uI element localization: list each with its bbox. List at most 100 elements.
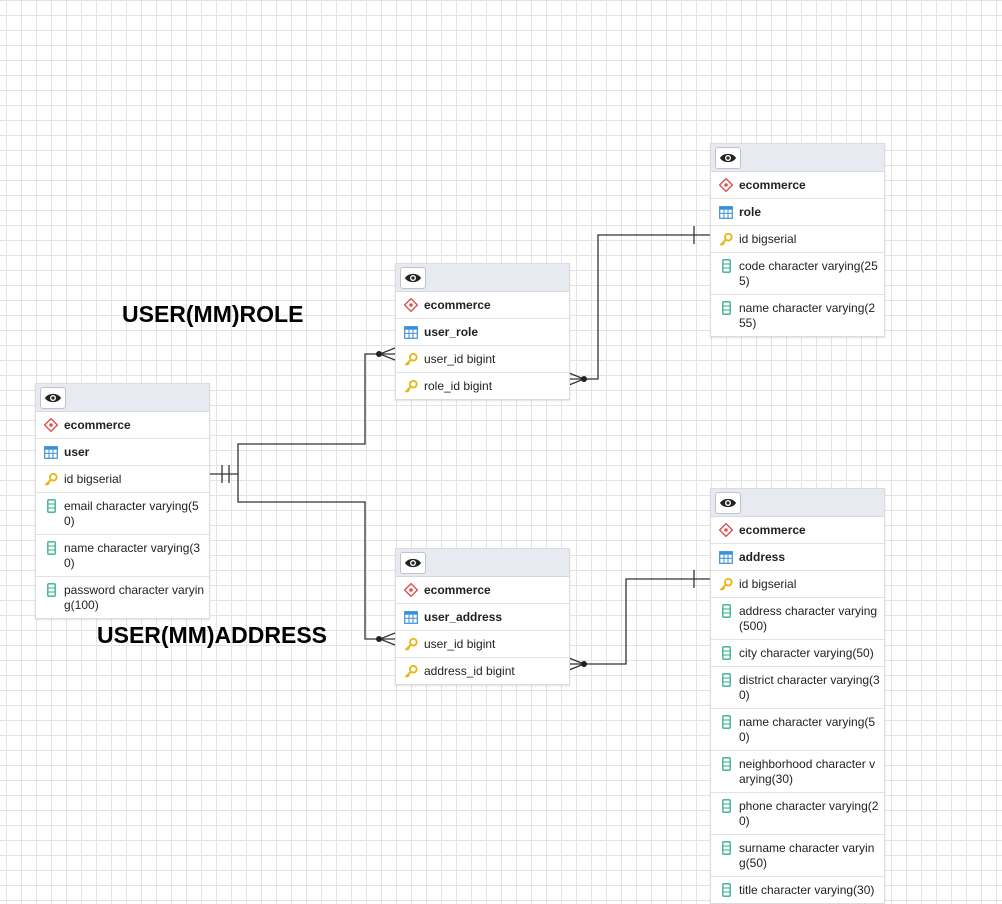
- schema-row: ecommerce: [396, 577, 569, 604]
- schema-icon: [44, 418, 58, 432]
- schema-name: ecommerce: [424, 583, 491, 597]
- column-label: name character varying(255): [739, 301, 876, 330]
- column-row: neighborhood character varying(30): [711, 751, 884, 793]
- link-user-address-address: [569, 578, 710, 665]
- column-row: email character varying(50): [36, 493, 209, 535]
- table-user-role[interactable]: ecommerce user_role user_id bigint role_id …: [395, 263, 570, 400]
- table-header: [396, 549, 569, 577]
- column-icon: [44, 499, 58, 513]
- table-header: [36, 384, 209, 412]
- column-row: user_id bigint: [396, 346, 569, 373]
- eye-icon[interactable]: [715, 147, 741, 169]
- column-icon: [719, 646, 733, 660]
- column-label: id bigserial: [739, 577, 797, 591]
- table-icon: [719, 550, 733, 564]
- column-row: code character varying(255): [711, 253, 884, 295]
- column-row: id bigserial: [36, 466, 209, 493]
- column-icon: [719, 757, 733, 771]
- link-user-role-role: [569, 234, 710, 380]
- schema-row: ecommerce: [396, 292, 569, 319]
- schema-row: ecommerce: [711, 172, 884, 199]
- schema-name: ecommerce: [64, 418, 131, 432]
- column-row: address character varying(500): [711, 598, 884, 640]
- key-icon: [404, 379, 418, 393]
- schema-icon: [404, 583, 418, 597]
- column-label: id bigserial: [739, 232, 797, 246]
- schema-icon: [719, 523, 733, 537]
- table-header: [396, 264, 569, 292]
- column-icon: [44, 541, 58, 555]
- column-label: id bigserial: [64, 472, 122, 486]
- column-icon: [719, 799, 733, 813]
- column-row: name character varying(255): [711, 295, 884, 336]
- table-user[interactable]: ecommerce user id bigserial email character…: [35, 383, 210, 619]
- eye-icon[interactable]: [40, 387, 66, 409]
- column-label: email character varying(50): [64, 499, 199, 528]
- key-icon: [719, 577, 733, 591]
- column-label: address character varying(500): [739, 604, 878, 633]
- table-header: [711, 489, 884, 517]
- schema-name: ecommerce: [739, 523, 806, 537]
- table-name-row: user_role: [396, 319, 569, 346]
- column-icon: [719, 301, 733, 315]
- column-label: phone character varying(20): [739, 799, 879, 828]
- column-label: name character varying(50): [739, 715, 876, 744]
- key-icon: [44, 472, 58, 486]
- column-row: city character varying(50): [711, 640, 884, 667]
- table-address[interactable]: ecommerce address id bigserial address char…: [710, 488, 885, 904]
- column-icon: [44, 583, 58, 597]
- column-label: role_id bigint: [424, 379, 493, 393]
- table-name-row: user_address: [396, 604, 569, 631]
- column-icon: [719, 715, 733, 729]
- table-icon: [719, 205, 733, 219]
- link-user-user-role: [209, 353, 395, 475]
- table-name: user_role: [424, 325, 479, 339]
- link-user-user-address: [237, 474, 395, 640]
- schema-icon: [719, 178, 733, 192]
- column-row: id bigserial: [711, 571, 884, 598]
- key-icon: [404, 637, 418, 651]
- column-row: id bigserial: [711, 226, 884, 253]
- table-name: address: [739, 550, 786, 564]
- column-icon: [719, 841, 733, 855]
- eye-icon[interactable]: [715, 492, 741, 514]
- table-icon: [44, 445, 58, 459]
- column-label: city character varying(50): [739, 646, 874, 660]
- eye-icon[interactable]: [400, 552, 426, 574]
- table-name: role: [739, 205, 762, 219]
- eye-icon[interactable]: [400, 267, 426, 289]
- table-user-address[interactable]: ecommerce user_address user_id bigint addre…: [395, 548, 570, 685]
- table-icon: [404, 325, 418, 339]
- column-row: password character varying(100): [36, 577, 209, 618]
- column-row: user_id bigint: [396, 631, 569, 658]
- column-label: district character varying(30): [739, 673, 880, 702]
- column-icon: [719, 883, 733, 897]
- column-label: name character varying(30): [64, 541, 201, 570]
- column-row: phone character varying(20): [711, 793, 884, 835]
- key-icon: [719, 232, 733, 246]
- table-name: user: [64, 445, 90, 459]
- column-label: code character varying(255): [739, 259, 878, 288]
- column-label: neighborhood character varying(30): [739, 757, 876, 786]
- column-row: address_id bigint: [396, 658, 569, 684]
- table-name-row: user: [36, 439, 209, 466]
- column-label: surname character varying(50): [739, 841, 875, 870]
- table-role[interactable]: ecommerce role id bigserial code character …: [710, 143, 885, 337]
- column-icon: [719, 604, 733, 618]
- column-icon: [719, 259, 733, 273]
- column-label: password character varying(100): [64, 583, 205, 612]
- column-label: address_id bigint: [424, 664, 515, 678]
- label-user-mm-role: USER(MM)ROLE: [122, 301, 304, 327]
- table-icon: [404, 610, 418, 624]
- schema-name: ecommerce: [424, 298, 491, 312]
- column-label: user_id bigint: [424, 352, 496, 366]
- column-icon: [719, 673, 733, 687]
- key-icon: [404, 352, 418, 366]
- column-row: district character varying(30): [711, 667, 884, 709]
- column-label: user_id bigint: [424, 637, 496, 651]
- column-row: role_id bigint: [396, 373, 569, 399]
- schema-name: ecommerce: [739, 178, 806, 192]
- column-row: title character varying(30): [711, 877, 884, 903]
- table-name-row: address: [711, 544, 884, 571]
